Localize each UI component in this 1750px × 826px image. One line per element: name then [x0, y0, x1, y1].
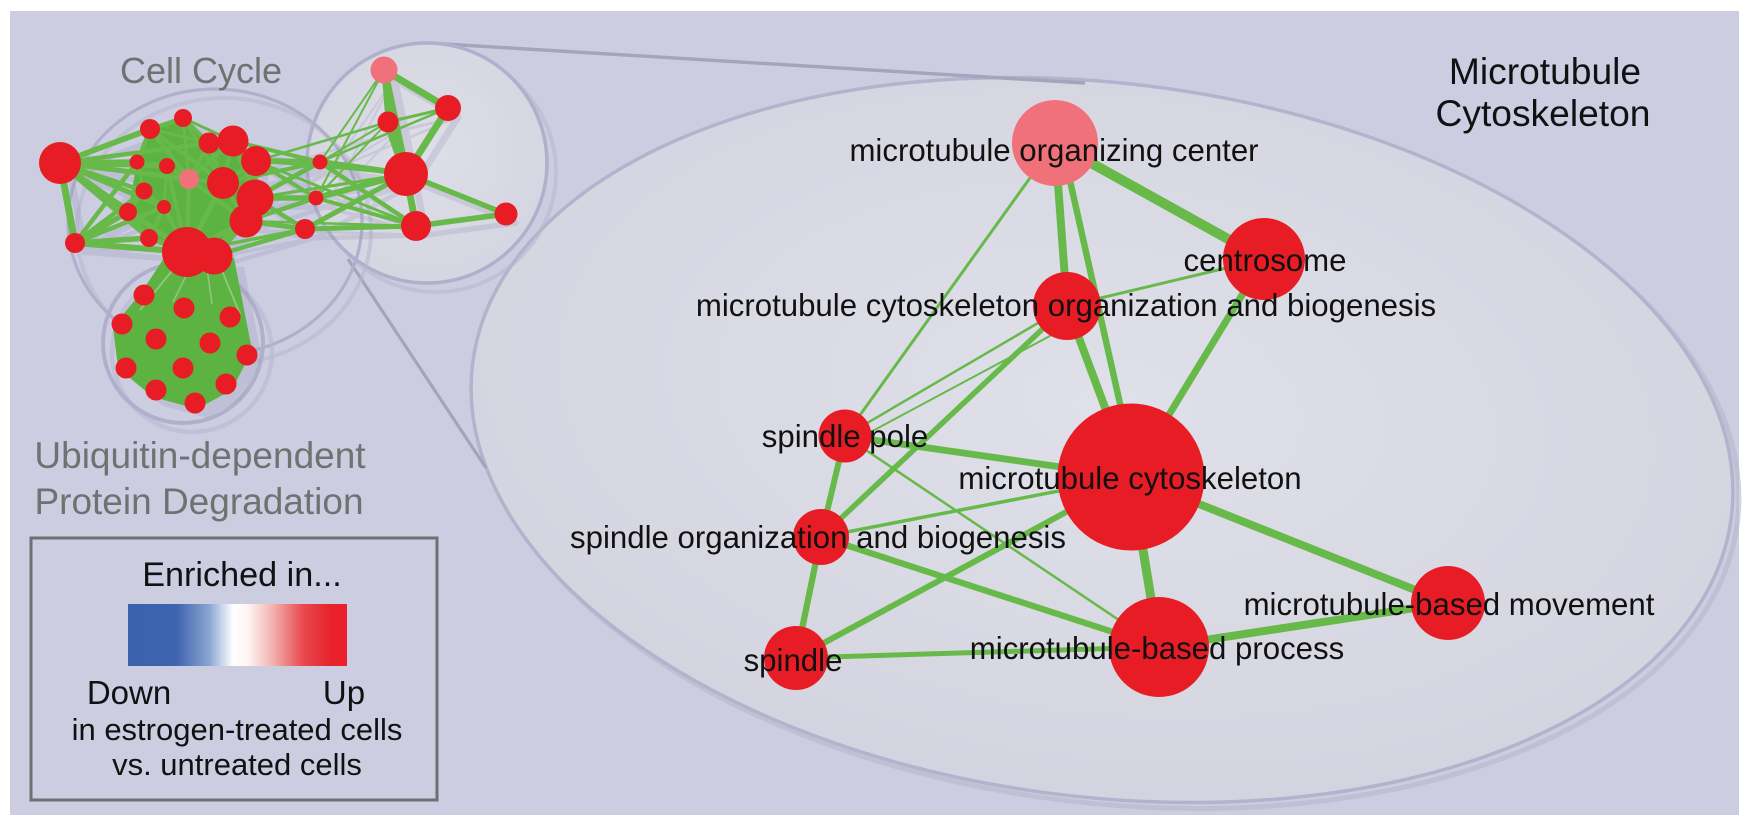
svg-text:Cytoskeleton: Cytoskeleton: [1436, 92, 1651, 134]
svg-text:microtubule-based process: microtubule-based process: [970, 631, 1344, 666]
svg-text:Ubiquitin-dependent: Ubiquitin-dependent: [34, 435, 366, 476]
svg-text:Protein Degradation: Protein Degradation: [34, 481, 363, 522]
svg-text:Up: Up: [323, 674, 365, 711]
svg-text:spindle pole: spindle pole: [762, 419, 928, 454]
svg-text:Cell Cycle: Cell Cycle: [120, 50, 282, 91]
svg-text:spindle organization and bioge: spindle organization and biogenesis: [570, 520, 1066, 555]
svg-text:Microtubule: Microtubule: [1449, 50, 1641, 92]
svg-text:spindle: spindle: [744, 643, 843, 678]
svg-text:Down: Down: [87, 674, 171, 711]
svg-text:microtubule organizing center: microtubule organizing center: [849, 133, 1258, 168]
svg-text:Enriched in...: Enriched in...: [142, 556, 342, 594]
svg-text:microtubule-based movement: microtubule-based movement: [1244, 587, 1655, 622]
svg-text:microtubule cytoskeleton organ: microtubule cytoskeleton organization an…: [696, 288, 1436, 323]
svg-text:centrosome: centrosome: [1184, 243, 1347, 278]
svg-text:microtubule cytoskeleton: microtubule cytoskeleton: [958, 461, 1301, 496]
svg-text:vs. untreated cells: vs. untreated cells: [112, 747, 362, 782]
svg-text:in estrogen-treated cells: in estrogen-treated cells: [72, 712, 403, 747]
